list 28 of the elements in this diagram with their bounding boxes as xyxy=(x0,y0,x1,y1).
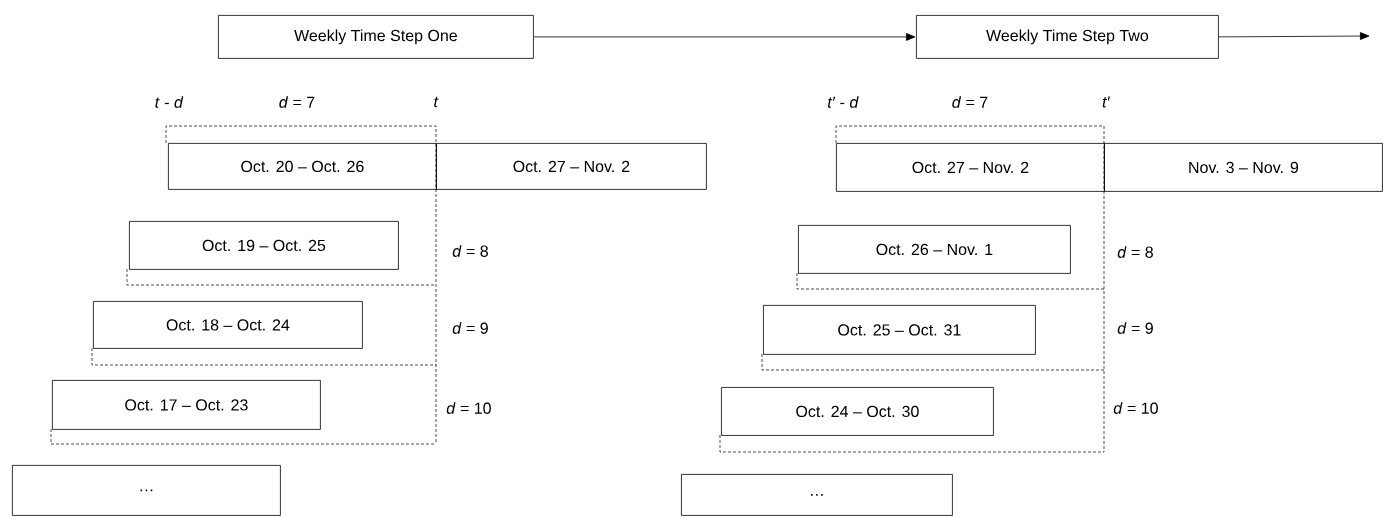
date-box: … xyxy=(681,474,953,516)
time-label: d = 8 xyxy=(452,245,488,257)
time-label: d = 7 xyxy=(279,96,315,108)
date-box: Weekly Time Step One xyxy=(218,15,534,59)
time-label: t′ xyxy=(1102,96,1110,108)
date-box: Oct. 20 – Oct. 26 xyxy=(168,143,437,190)
date-box: Oct. 24 – Oct. 30 xyxy=(721,387,994,436)
time-label: d = 9 xyxy=(452,322,488,334)
time-label: d = 7 xyxy=(952,96,988,108)
arrow xyxy=(1218,32,1370,40)
date-box: Oct. 25 – Oct. 31 xyxy=(763,305,1036,355)
date-box: … xyxy=(12,465,281,516)
date-box: Oct. 27 – Nov. 2 xyxy=(836,143,1105,192)
date-box: Oct. 27 – Nov. 2 xyxy=(436,143,707,190)
date-box: Oct. 26 – Nov. 1 xyxy=(798,225,1071,274)
time-label: d = 9 xyxy=(1117,322,1153,334)
time-label: t xyxy=(434,96,439,108)
arrow xyxy=(533,33,916,41)
time-label: t′ - d xyxy=(828,96,859,108)
date-box: Oct. 19 – Oct. 25 xyxy=(129,221,399,270)
time-label: t - d xyxy=(155,96,184,108)
time-label: d = 8 xyxy=(1117,246,1153,258)
date-box: Oct. 17 – Oct. 23 xyxy=(52,380,321,430)
date-box: Oct. 18 – Oct. 24 xyxy=(93,301,363,349)
date-box: Nov. 3 – Nov. 9 xyxy=(1104,143,1383,192)
time-label: d = 10 xyxy=(446,402,491,414)
time-label: d = 10 xyxy=(1113,402,1158,414)
date-box: Weekly Time Step Two xyxy=(916,15,1219,59)
